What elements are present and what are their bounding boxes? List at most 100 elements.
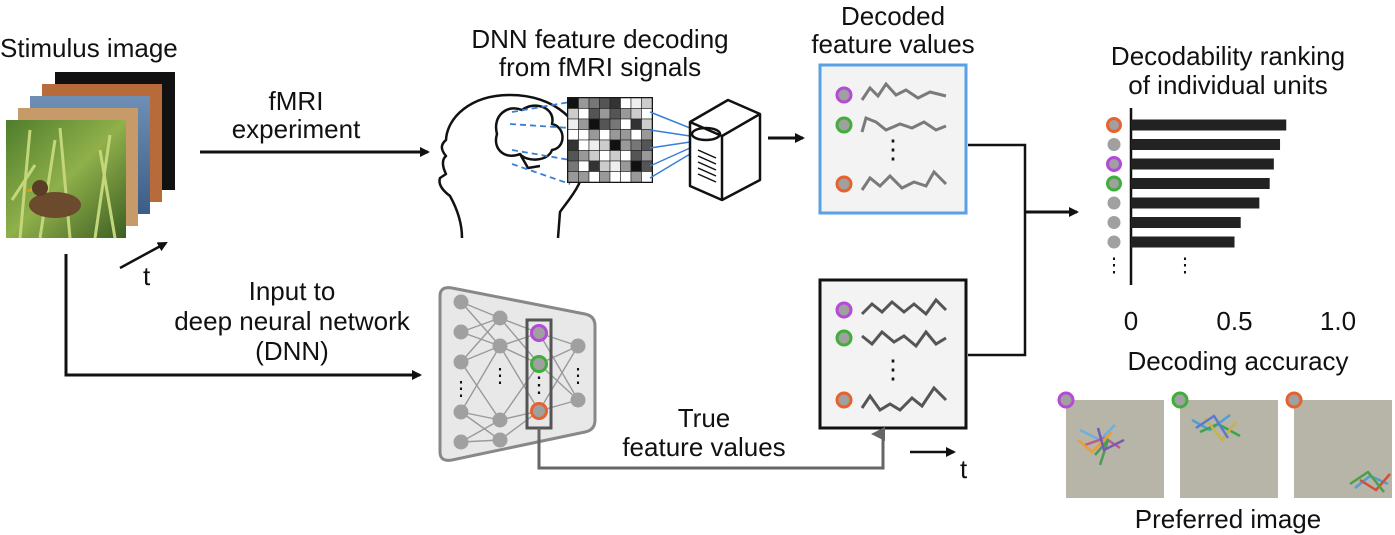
ranking-bar <box>1131 178 1270 189</box>
voxel-cell <box>588 160 600 172</box>
voxel-cell <box>641 139 653 151</box>
dnn-node <box>453 354 469 370</box>
ranking-title-line2: of individual units <box>1128 70 1327 100</box>
voxel-cell <box>578 108 590 120</box>
true-time-label: t <box>960 454 968 484</box>
ranking-bar <box>1131 197 1260 209</box>
voxel-cell <box>630 129 642 141</box>
voxel-cell <box>588 139 600 151</box>
decoded-unit-green <box>835 116 853 134</box>
voxel-cell <box>578 171 590 183</box>
dnn-node <box>453 324 469 340</box>
dnn-unit-green <box>530 355 548 373</box>
dnn-node <box>570 338 586 354</box>
voxel-cell <box>620 129 632 141</box>
voxel-cell <box>609 150 621 162</box>
ranking-unit-marker <box>1107 235 1121 249</box>
true-unit-green <box>835 329 853 347</box>
voxel-cell <box>567 97 579 109</box>
merge-connector <box>968 143 1027 357</box>
dnn-node <box>492 432 508 448</box>
voxel-cell <box>641 118 653 130</box>
ranking-bar <box>1131 139 1281 150</box>
voxel-cell <box>578 118 590 130</box>
true-ellipsis: ⋮ <box>880 354 906 384</box>
voxel-cell <box>641 97 653 109</box>
preferred-image-green <box>1171 391 1278 498</box>
stimulus-time-label: t <box>143 261 151 291</box>
ranking-ellipsis: ⋮ <box>1104 255 1124 277</box>
dnn-to-true-arrow <box>537 427 885 470</box>
voxel-cell <box>599 129 611 141</box>
voxel-cell <box>578 129 590 141</box>
voxel-cell <box>567 150 579 162</box>
voxel-cell <box>578 139 590 151</box>
ranking-unit-marker <box>1106 117 1122 133</box>
stimulus-image-label: Stimulus image <box>0 33 178 63</box>
dnn-unit-orange <box>530 402 548 420</box>
voxel-cell <box>588 108 600 120</box>
dnn-node <box>453 404 469 420</box>
voxel-cell <box>599 160 611 172</box>
true-feature-traces: ⋮ <box>835 297 948 412</box>
input-label-line2: deep neural network <box>174 306 411 336</box>
voxel-cell <box>641 171 653 183</box>
preferred-image-label: Preferred image <box>1135 504 1321 534</box>
voxel-cell <box>609 108 621 120</box>
voxel-cell <box>567 108 579 120</box>
voxel-cell <box>578 97 590 109</box>
true-unit-orange <box>835 391 853 409</box>
voxel-cell <box>599 139 611 151</box>
voxel-cell <box>599 171 611 183</box>
voxel-cell <box>630 108 642 120</box>
voxel-cell <box>620 171 632 183</box>
dnn-decoding-label-line2: from fMRI signals <box>499 52 701 82</box>
voxel-cell <box>630 160 642 172</box>
voxel-cell <box>567 171 579 183</box>
voxel-cell <box>641 108 653 120</box>
stimulus-image-stack <box>6 72 175 239</box>
dnn-node <box>570 392 586 408</box>
decoded-trace-green <box>860 115 947 133</box>
input-label-line3: (DNN) <box>255 336 329 366</box>
voxel-cell <box>609 97 621 109</box>
voxel-cell <box>630 97 642 109</box>
voxel-cell <box>630 171 642 183</box>
voxel-cell <box>620 160 632 172</box>
voxel-cell <box>609 129 621 141</box>
ranking-tick-label: 0 <box>1124 306 1138 336</box>
voxel-cell <box>567 118 579 130</box>
voxel-cell <box>567 160 579 172</box>
ranking-tick-label: 1.0 <box>1320 306 1356 336</box>
stimulus-time-arrow <box>119 241 168 270</box>
voxel-cell <box>578 160 590 172</box>
dnn-layer-ellipsis: ⋮ <box>528 372 550 397</box>
ranking-unit-marker <box>1107 216 1121 229</box>
voxel-cell <box>588 97 600 109</box>
fmri-voxel-matrix-icon <box>567 97 653 183</box>
computer-tower-icon <box>688 98 762 202</box>
voxel-cell <box>609 171 621 183</box>
voxel-cell <box>588 150 600 162</box>
decoded-trace-purple <box>860 81 947 101</box>
voxel-cell <box>567 139 579 151</box>
decoded-label-line2: feature values <box>811 29 974 59</box>
dnn-node <box>492 310 508 326</box>
decoded-unit-purple <box>835 86 853 104</box>
dnn-column-ellipsis: ⋮ <box>490 365 510 387</box>
ranking-unit-marker <box>1107 138 1121 151</box>
decoded-trace-orange <box>860 169 948 191</box>
voxel-cell <box>578 150 590 162</box>
voxel-cell <box>620 139 632 151</box>
voxel-cell <box>609 139 621 151</box>
true-label-line1: True <box>678 403 731 433</box>
dnn-unit-purple <box>530 324 548 342</box>
input-label-line1: Input to <box>249 276 336 306</box>
ranking-bar <box>1131 217 1241 228</box>
true-unit-purple <box>835 301 853 319</box>
dnn-nodes: ⋮⋮⋮ <box>451 294 588 450</box>
voxel-cell <box>630 139 642 151</box>
ranking-title-line1: Decodability ranking <box>1111 41 1345 71</box>
fmri-label-line1: fMRI <box>269 86 324 116</box>
